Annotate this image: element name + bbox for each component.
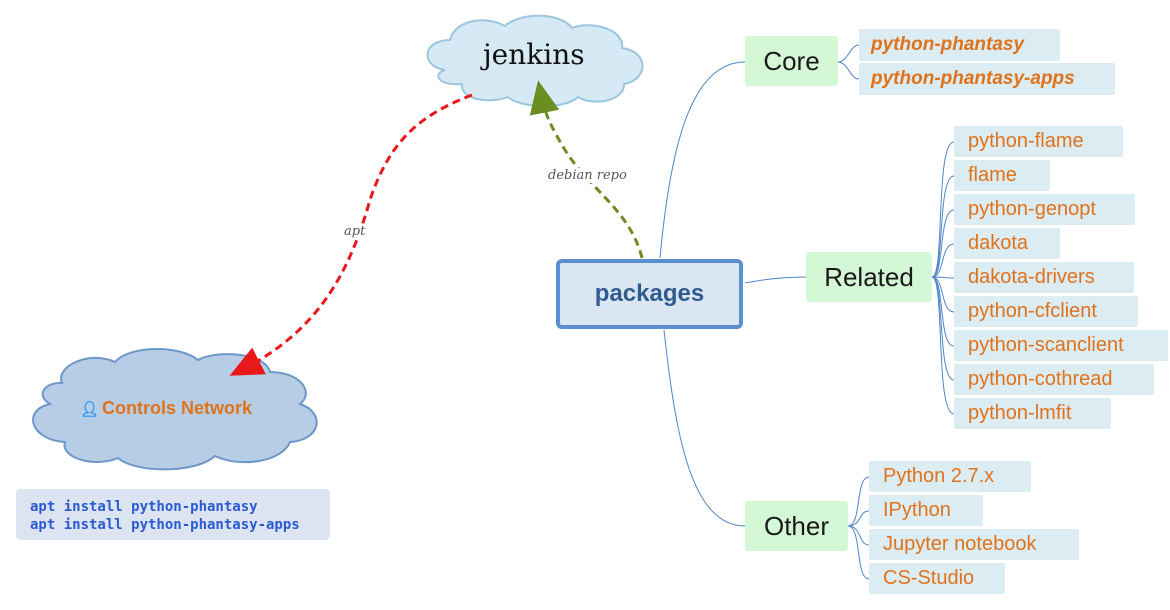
controls-network-text: Controls Network — [102, 398, 253, 418]
leaf-other-cs-studio[interactable]: CS-Studio — [869, 563, 1005, 594]
leaf-related-python-genopt[interactable]: python-genopt — [954, 194, 1135, 225]
branch-related[interactable]: Related — [806, 252, 932, 302]
other-connectors — [847, 476, 870, 580]
branch-other-label: Other — [763, 510, 830, 541]
leaf-other-jupyter-notebook[interactable]: Jupyter notebook — [869, 529, 1079, 560]
leaf-core-python-phantasy[interactable]: python-phantasy — [859, 29, 1060, 61]
person-icon: 👤︎ — [80, 401, 100, 418]
controls-network-cloud-shape — [32, 348, 318, 471]
leaf-related-dakota-drivers[interactable]: dakota-drivers — [954, 262, 1134, 293]
leaf-related-python-cfclient[interactable]: python-cfclient — [954, 296, 1138, 327]
leaf-other-ipython[interactable]: IPython — [869, 495, 983, 526]
related-connectors — [931, 141, 955, 415]
command-line: apt install python-phantasy-apps — [30, 517, 300, 533]
leaf-related-dakota[interactable]: dakota — [954, 228, 1060, 259]
leaf-related-flame[interactable]: flame — [954, 160, 1050, 191]
packages-node[interactable]: packages — [556, 259, 743, 329]
controls-network-label: 👤︎Controls Network — [80, 398, 252, 419]
debian-repo-arrow — [529, 80, 644, 259]
command-line: apt install python-phantasy — [30, 499, 258, 515]
leaf-related-python-flame[interactable]: python-flame — [954, 126, 1123, 157]
branch-other[interactable]: Other — [745, 501, 848, 551]
leaf-core-python-phantasy-apps[interactable]: python-phantasy-apps — [859, 63, 1115, 95]
leaf-related-python-scanclient[interactable]: python-scanclient — [954, 330, 1168, 361]
leaf-related-python-cothread[interactable]: python-cothread — [954, 364, 1154, 395]
branch-core[interactable]: Core — [745, 36, 838, 86]
install-commands-box: apt install python-phantasy apt install … — [16, 489, 330, 540]
jenkins-cloud-shape — [426, 14, 644, 107]
leaf-other-python-2-7-x[interactable]: Python 2.7.x — [869, 461, 1031, 492]
apt-arrow — [229, 93, 473, 376]
branch-connectors — [659, 61, 807, 527]
branch-related-label: Related — [824, 261, 914, 292]
leaf-related-python-lmfit[interactable]: python-lmfit — [954, 398, 1111, 429]
jenkins-label: jenkins — [483, 38, 585, 71]
branch-core-label: Core — [763, 45, 820, 76]
packages-label: packages — [594, 280, 705, 307]
debian-repo-edge-label: debian repo — [548, 168, 627, 183]
core-connectors — [837, 44, 860, 80]
apt-edge-label: apt — [344, 224, 366, 239]
